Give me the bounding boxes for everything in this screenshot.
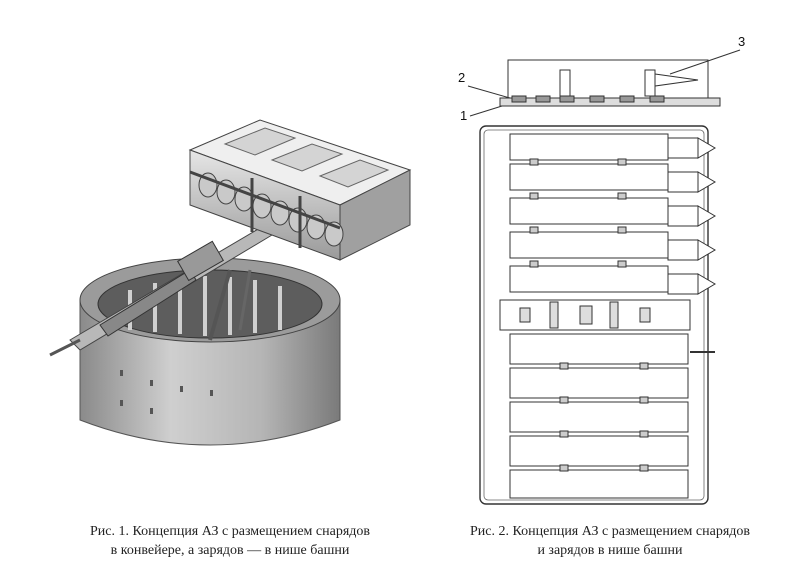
svg-text:2: 2 (458, 70, 465, 85)
figure-2-caption: Рис. 2. Концепция АЗ с размещением снаря… (420, 522, 800, 560)
figure-1-caption: Рис. 1. Концепция АЗ с размещением снаря… (40, 522, 420, 560)
figure-2-caption-line-1: Рис. 2. Концепция АЗ с размещением снаря… (470, 524, 750, 539)
callout-1: 1 (460, 105, 503, 123)
projectile-tips (667, 137, 716, 295)
figure-1-caption-line-1: Рис. 1. Концепция АЗ с размещением снаря… (90, 524, 370, 539)
figure-1-drawing (49, 119, 412, 446)
shell-conveyor (188, 119, 412, 261)
figure-1-caption-line-2: в конвейере, а зарядов — в нише башни (110, 543, 350, 558)
svg-text:3: 3 (738, 34, 745, 49)
turret-basket (79, 257, 341, 446)
figure-2-drawing: 3 2 1 (458, 34, 745, 505)
svg-text:1: 1 (460, 108, 467, 123)
callout-2: 2 (458, 70, 511, 99)
callout-3: 3 (669, 34, 745, 75)
lower-charge-rows (509, 333, 689, 499)
top-module (499, 59, 721, 107)
figure-2-caption-line-2: и зарядов в нише башни (537, 543, 683, 558)
middle-mechanism (499, 299, 715, 353)
loading-arm (49, 224, 273, 357)
